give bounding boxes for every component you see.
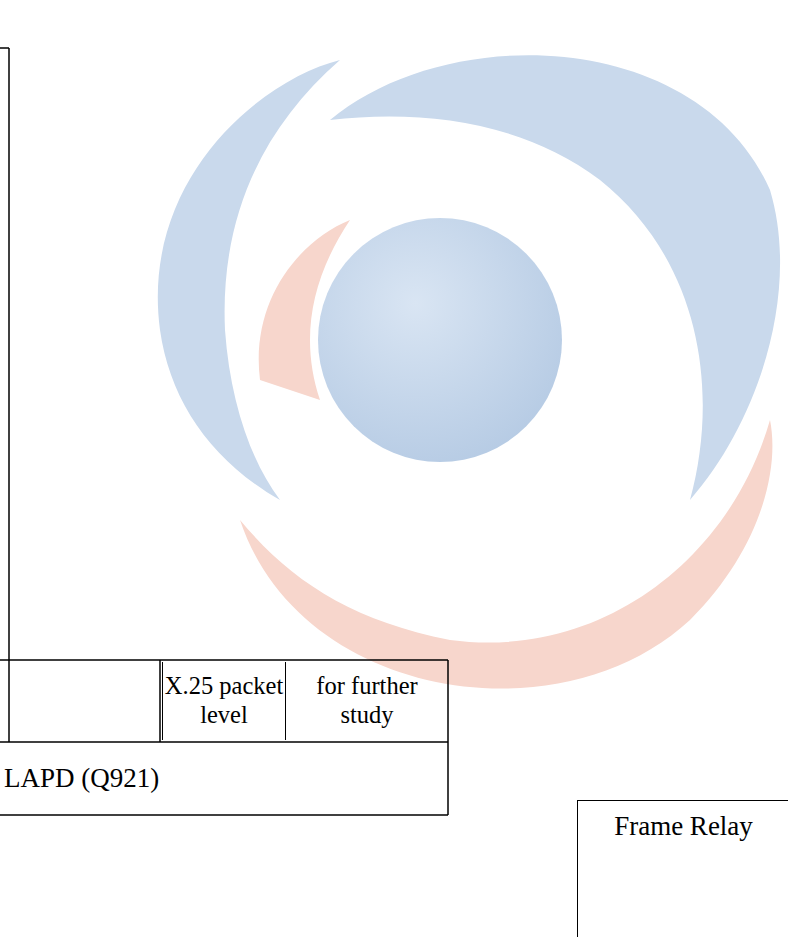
cell-text: LAPD (Q921) — [4, 763, 159, 795]
table-cell: X.25 packet level — [162, 662, 286, 740]
protocol-box: Frame Relay — [577, 800, 788, 937]
cell-text: X.25 packet level — [163, 672, 285, 730]
watermark-logo — [158, 55, 780, 688]
cell-text: for further study — [288, 672, 446, 730]
table-cell: for further study — [288, 662, 446, 740]
cell-text: Frame Relay — [614, 811, 753, 843]
stack-frame-lines — [0, 48, 448, 815]
table-cell: LAPD (Q921) — [4, 744, 444, 813]
